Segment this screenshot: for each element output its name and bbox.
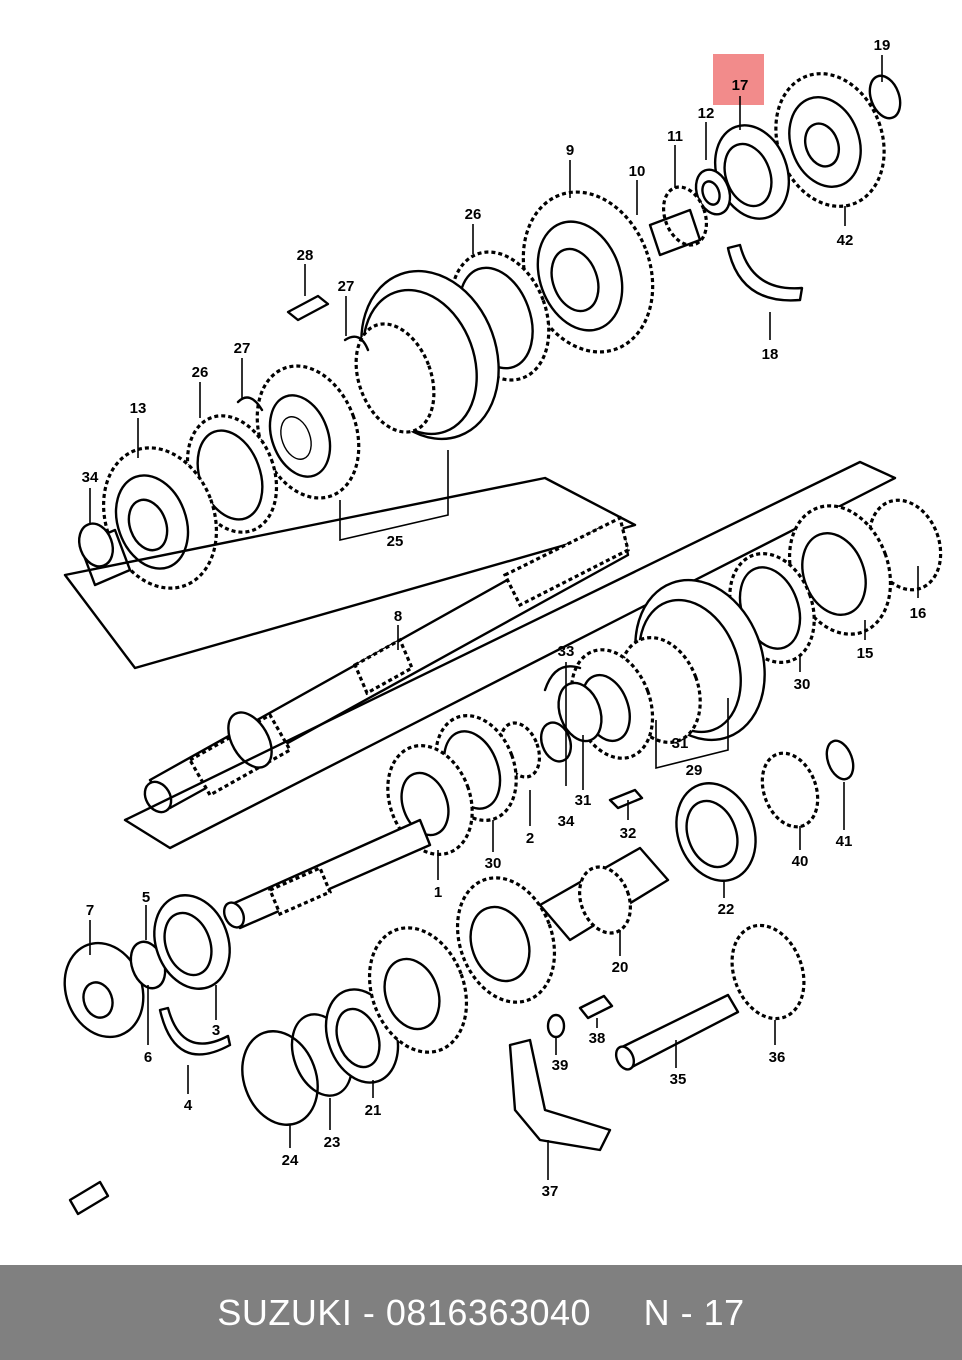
label-35: 35: [670, 1071, 687, 1088]
label-30-right: 30: [794, 676, 811, 693]
label-11: 11: [667, 128, 683, 145]
label-8: 8: [394, 608, 402, 625]
label-24: 24: [282, 1152, 299, 1169]
label-36: 36: [769, 1049, 786, 1066]
upper-shaft-assembly: [77, 72, 902, 590]
label-39: 39: [552, 1057, 569, 1074]
label-38: 38: [589, 1030, 606, 1047]
label-26: 26: [192, 364, 209, 381]
label-42: 42: [837, 232, 854, 249]
label-25: 25: [387, 533, 404, 550]
label-34: 34: [558, 813, 575, 830]
label-40: 40: [792, 853, 809, 870]
label-16: 16: [910, 605, 927, 622]
label-23: 23: [324, 1134, 341, 1151]
label-13: 13: [130, 400, 147, 417]
label-37: 37: [542, 1183, 559, 1200]
label-28: 28: [297, 247, 314, 264]
parts-diagram: 19 17 12 11 10 9 26 27 28 27 26 13 34 25…: [63, 37, 943, 1216]
lower-cluster: [222, 498, 943, 930]
label-32: 32: [620, 825, 637, 842]
label-27: 27: [234, 340, 251, 357]
label-21: 21: [365, 1102, 382, 1119]
label-5: 5: [142, 889, 150, 906]
main-shaft-8: [63, 460, 897, 850]
label-31-mid: 31: [672, 735, 689, 752]
footer-bar: SUZUKI - 0816363040 N - 17: [0, 1265, 962, 1360]
label-9: 9: [566, 142, 574, 159]
label-26-top: 26: [465, 206, 482, 223]
label-41: 41: [836, 833, 853, 850]
highlight-box-17: [713, 54, 764, 105]
label-22: 22: [718, 901, 735, 918]
label-30: 30: [485, 855, 502, 872]
label-15: 15: [857, 645, 874, 662]
label-33: 33: [558, 643, 575, 660]
footer-part-number: SUZUKI - 0816363040 N - 17: [217, 1291, 745, 1333]
label-20: 20: [612, 959, 629, 976]
label-19: 19: [874, 37, 891, 54]
label-34-top: 34: [82, 469, 99, 486]
label-17: 17: [732, 77, 749, 94]
leader-lines: [89, 55, 919, 1180]
label-18: 18: [762, 346, 779, 363]
label-3: 3: [212, 1022, 220, 1039]
label-31: 31: [575, 792, 592, 809]
label-4: 4: [184, 1097, 193, 1114]
label-6: 6: [144, 1049, 152, 1066]
label-7: 7: [86, 902, 94, 919]
part-labels: 19 17 12 11 10 9 26 27 28 27 26 13 34 25…: [82, 37, 927, 1200]
label-12: 12: [698, 105, 715, 122]
label-2: 2: [526, 830, 534, 847]
label-27-top: 27: [338, 278, 355, 295]
label-10: 10: [629, 163, 646, 180]
label-1: 1: [434, 884, 442, 901]
bottom-assembly: [63, 846, 806, 1216]
label-29: 29: [686, 762, 703, 779]
